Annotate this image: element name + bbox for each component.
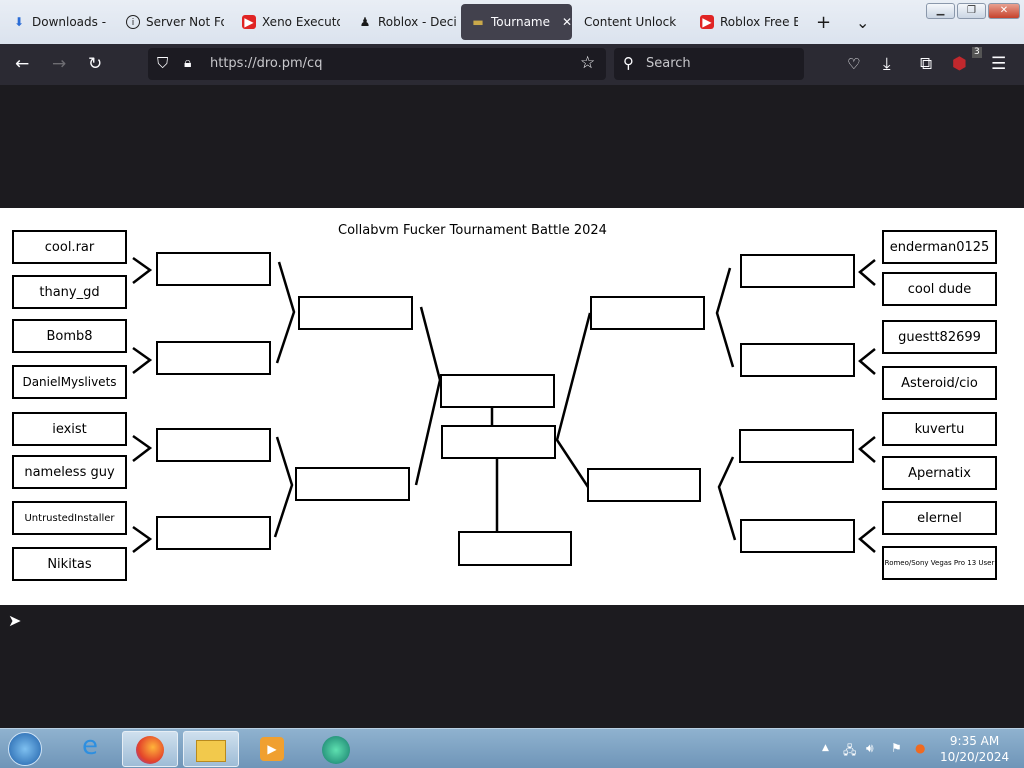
close-window-button[interactable]: ✕ — [988, 3, 1020, 19]
search-input[interactable]: ⚲ Search — [614, 48, 804, 80]
tray-app-icon[interactable]: ● — [915, 741, 926, 755]
youtube-icon: ▶ — [700, 15, 714, 29]
tab-tournament[interactable]: ▬Tourname✕ — [461, 4, 572, 40]
nav-bar: ← → ↻ ⛉ 🔒︎ https://dro.pm/cq ☆ ⚲ Search … — [0, 44, 1024, 85]
tab-xeno[interactable]: ▶Xeno Executo — [232, 4, 340, 40]
player-slot-right: cool dude — [882, 272, 997, 306]
info-icon: i — [126, 15, 140, 29]
player-slot-right: Asteroid/cio — [882, 366, 997, 400]
restore-button[interactable]: ❐ — [957, 3, 986, 19]
ublock-icon[interactable]: ⬢ — [952, 54, 967, 74]
youtube-icon: ▶ — [242, 15, 256, 29]
url-bar[interactable]: ⛉ 🔒︎ https://dro.pm/cq ☆ — [148, 48, 606, 80]
show-hidden-icons[interactable]: ▲ — [822, 743, 829, 753]
shield-icon[interactable]: ⛉ — [157, 54, 169, 72]
player-slot-left: thany_gd — [12, 275, 127, 309]
play-icon: ▶ — [260, 737, 284, 761]
network-icon[interactable]: 🖧︎ — [843, 743, 857, 757]
player-slot-left: DanielMyslivets — [12, 365, 127, 399]
round1-slot-left — [156, 341, 271, 375]
forward-icon[interactable]: → — [52, 54, 67, 74]
tab-roblox-free[interactable]: ▶Roblox Free E — [690, 4, 798, 40]
semifinal-slot-right — [587, 468, 701, 502]
download-icon: ⬇ — [13, 15, 25, 29]
round1-slot-left — [156, 516, 271, 550]
close-tab-icon[interactable]: ✕ — [562, 15, 572, 29]
tab-roblox[interactable]: ♟Roblox - Deci — [359, 15, 456, 29]
semifinal-slot-left — [298, 296, 413, 330]
pocket-icon[interactable]: ♡ — [847, 55, 861, 73]
round1-slot-right — [739, 429, 854, 463]
folder-icon — [196, 740, 226, 762]
round1-slot-left — [156, 252, 271, 286]
downloads-icon[interactable]: ⤓ — [883, 54, 891, 74]
player-slot-right: eIernel — [882, 501, 997, 535]
player-slot-left: cool.rar — [12, 230, 127, 264]
player-slot-left: iexist — [12, 412, 127, 446]
player-slot-left: nameless guy — [12, 455, 127, 489]
round1-slot-right — [740, 343, 855, 377]
player-slot-right: enderman0125 — [882, 230, 997, 264]
explorer-taskbar-icon[interactable] — [183, 731, 239, 767]
clock-date: 10/20/2024 — [940, 750, 1010, 764]
player-slot-right: guestt82699 — [882, 320, 997, 354]
firefox-icon — [136, 736, 164, 764]
minimize-button[interactable]: ▁ — [926, 3, 955, 19]
bookmark-star-icon[interactable]: ☆ — [580, 53, 596, 73]
final-slot — [440, 374, 555, 408]
player-slot-left: UntrustedInstaller — [12, 501, 127, 535]
tournament-bracket: Collabvm Fucker Tournament Battle 2024 c… — [0, 208, 1024, 605]
search-icon: ⚲ — [623, 54, 634, 72]
action-center-flag-icon[interactable]: ⚑ — [891, 741, 902, 755]
page-icon: ▬ — [472, 15, 484, 29]
final-slot — [441, 425, 556, 459]
extensions-icon[interactable]: ⧉ — [920, 54, 933, 74]
back-icon[interactable]: ← — [15, 54, 30, 74]
mouse-cursor-icon: ➤ — [8, 611, 22, 630]
bracket-title: Collabvm Fucker Tournament Battle 2024 — [338, 223, 607, 238]
volume-icon[interactable]: 🔊︎ — [866, 741, 874, 755]
bracket-lines — [132, 256, 876, 553]
menu-icon[interactable]: ☰ — [991, 54, 1007, 74]
round1-slot-right — [740, 254, 855, 288]
tab-content-unlock[interactable]: Content Unlock — [584, 15, 677, 29]
extension-badge: 3 — [972, 47, 982, 58]
clock[interactable]: 9:35 AM 10/20/2024 — [940, 733, 1009, 765]
reload-icon[interactable]: ↻ — [88, 54, 103, 74]
roblox-icon: ♟ — [359, 15, 371, 29]
url-text[interactable]: https://dro.pm/cq — [210, 56, 323, 71]
ie-taskbar-icon[interactable]: e — [82, 731, 98, 761]
app-icon — [322, 736, 350, 764]
player-slot-left: Nikitas — [12, 547, 127, 581]
round1-slot-left — [156, 428, 271, 462]
tab-list-button[interactable]: ⌄ — [856, 12, 870, 32]
semifinal-slot-left — [295, 467, 410, 501]
semifinal-slot-right — [590, 296, 705, 330]
taskbar: e ▶ ▲ 🖧︎ 🔊︎ ⚑ ● 9:35 AM 10/20/2024 — [0, 728, 1024, 768]
winner-slot — [458, 531, 572, 566]
media-player-taskbar-icon[interactable]: ▶ — [244, 731, 300, 767]
clock-time: 9:35 AM — [949, 734, 1000, 748]
lock-icon[interactable]: 🔒︎ — [184, 55, 192, 71]
player-slot-left: Bomb8 — [12, 319, 127, 353]
firefox-taskbar-icon[interactable] — [122, 731, 178, 767]
tab-downloads[interactable]: ⬇Downloads - — [13, 15, 107, 29]
player-slot-right: Apernatix — [882, 456, 997, 490]
start-button[interactable] — [8, 732, 42, 766]
player-slot-right: kuvertu — [882, 412, 997, 446]
app-taskbar-icon[interactable] — [308, 731, 364, 767]
new-tab-button[interactable]: + — [816, 11, 832, 33]
player-slot-right: Romeo/Sony Vegas Pro 13 User — [882, 546, 997, 580]
round1-slot-right — [740, 519, 855, 553]
